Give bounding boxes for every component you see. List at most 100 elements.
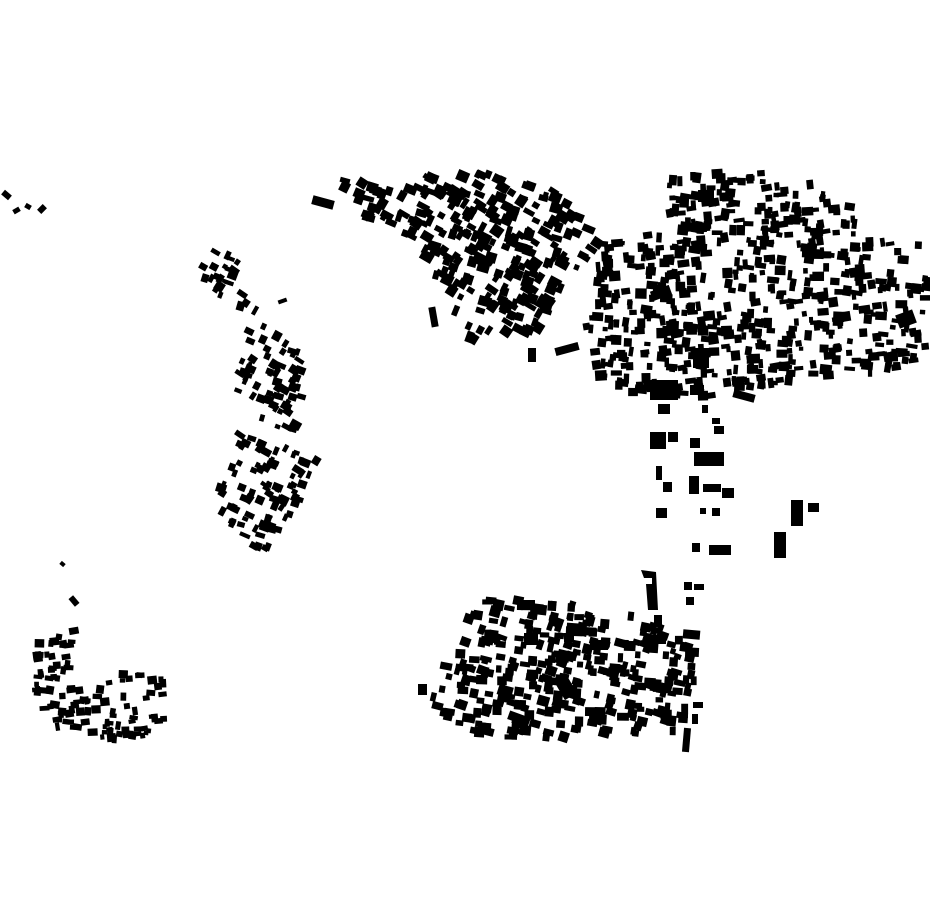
building [547, 636, 561, 646]
building [131, 706, 139, 716]
building [547, 190, 563, 205]
building [784, 374, 794, 386]
building [258, 413, 266, 422]
building [693, 702, 703, 708]
building [511, 661, 520, 672]
building [710, 291, 715, 298]
building [221, 263, 229, 270]
building [102, 724, 107, 730]
building [827, 204, 841, 214]
building [901, 356, 909, 365]
building [217, 291, 224, 299]
building [784, 231, 794, 238]
building [737, 177, 746, 186]
building [564, 633, 574, 642]
building [699, 243, 708, 252]
building [562, 639, 574, 650]
building [498, 301, 511, 315]
building [99, 734, 105, 740]
building [819, 247, 825, 258]
building [52, 661, 61, 670]
building [545, 687, 554, 695]
building [631, 702, 643, 709]
building [586, 718, 598, 728]
building [582, 322, 591, 331]
building [863, 314, 873, 325]
building [687, 662, 696, 671]
building [786, 347, 793, 354]
building [267, 368, 275, 377]
building [473, 726, 485, 738]
building [289, 472, 296, 480]
building [780, 202, 789, 212]
building [403, 230, 418, 242]
building [461, 205, 477, 221]
building [727, 287, 736, 294]
building [297, 469, 306, 479]
building [599, 652, 609, 661]
building [850, 215, 856, 223]
building [511, 263, 521, 273]
building [883, 362, 892, 374]
building [477, 637, 487, 648]
building [547, 600, 557, 612]
building [248, 391, 258, 401]
building [658, 315, 666, 326]
building [560, 197, 573, 210]
building [736, 249, 744, 256]
building [239, 437, 252, 449]
building [791, 500, 803, 526]
building [669, 647, 677, 655]
building [513, 254, 522, 265]
building [484, 325, 494, 336]
building [840, 248, 848, 254]
building [447, 261, 460, 273]
building [760, 183, 773, 192]
building [463, 215, 472, 223]
building [890, 351, 899, 362]
building [431, 700, 444, 711]
building [536, 694, 551, 708]
building [484, 283, 499, 296]
building [555, 282, 565, 294]
building [669, 726, 676, 736]
building [233, 387, 243, 395]
building [793, 318, 799, 326]
building [850, 243, 859, 252]
building [530, 263, 540, 274]
building [463, 230, 473, 240]
building [678, 289, 691, 299]
building [647, 309, 657, 318]
building [646, 362, 653, 370]
building [709, 545, 731, 555]
building [597, 337, 607, 348]
building [650, 432, 666, 449]
building [781, 335, 791, 346]
building [452, 254, 464, 267]
building [798, 346, 804, 351]
building [546, 641, 555, 653]
building [239, 531, 251, 540]
building [605, 706, 618, 717]
building [819, 344, 829, 353]
building [109, 707, 117, 715]
building [263, 351, 272, 361]
building [752, 245, 762, 256]
building [601, 725, 613, 734]
building [47, 703, 54, 710]
building [233, 258, 241, 266]
building [833, 311, 845, 322]
building [551, 246, 563, 258]
building [495, 665, 502, 673]
building [311, 195, 335, 210]
building [520, 703, 530, 713]
building [804, 226, 811, 233]
building [669, 657, 679, 667]
building [249, 466, 258, 475]
building [875, 342, 885, 348]
building [365, 181, 379, 194]
building [623, 326, 629, 333]
building [721, 325, 733, 337]
building [744, 377, 750, 385]
building [755, 373, 767, 382]
